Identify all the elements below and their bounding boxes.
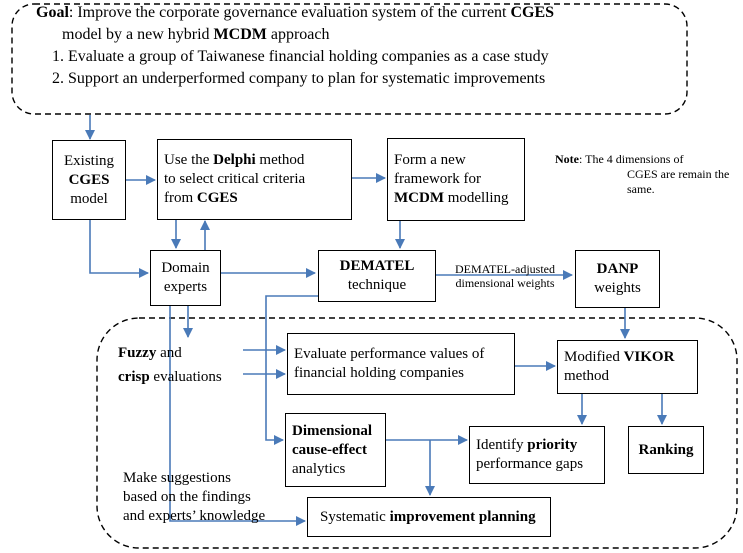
framework-line-2: framework for bbox=[394, 171, 482, 187]
goal-statement: Goal: Improve the corporate governance e… bbox=[18, 2, 708, 90]
fuzzy-bold: Fuzzy bbox=[118, 345, 157, 361]
goal-text-a-bold: CGES bbox=[510, 4, 555, 21]
cause-effect-box: Dimensional cause-effect analytics bbox=[285, 413, 386, 487]
danp-box: DANP weights bbox=[575, 250, 660, 308]
fuzzy-end: and bbox=[156, 345, 182, 361]
framework-line-1: Form a new bbox=[394, 152, 466, 168]
cause-effect-line-1: Dimensional bbox=[292, 422, 373, 439]
vikor-line-2: method bbox=[564, 368, 609, 384]
goal-region bbox=[11, 3, 688, 115]
cause-effect-line-2: cause-effect bbox=[292, 441, 367, 458]
crisp-end: evaluations bbox=[149, 369, 222, 385]
note-label: Note bbox=[555, 152, 579, 166]
note-line-2: CGES are remain the bbox=[627, 167, 730, 181]
framework-box: Form a new framework for MCDM modelling bbox=[387, 138, 525, 221]
domain-experts-box: Domain experts bbox=[150, 250, 221, 306]
evaluate-line-2: financial holding companies bbox=[294, 365, 464, 381]
ranking-label: Ranking bbox=[638, 441, 694, 458]
priority-line-1b: priority bbox=[527, 437, 578, 453]
dematel-adjusted-label: DEMATEL-adjusted dimensional weights bbox=[440, 262, 570, 290]
cause-effect-line-3: analytics bbox=[292, 460, 346, 477]
framework-line-3a: MCDM bbox=[394, 190, 444, 206]
arrow-experts-to-improvement bbox=[169, 306, 306, 526]
crisp-bold: crisp bbox=[118, 369, 150, 385]
dematel-line-1: DEMATEL bbox=[339, 258, 415, 274]
dematel-adjusted-line-1: DEMATEL-adjusted bbox=[455, 262, 555, 276]
goal-item-2: 2. Support an underperformed company to … bbox=[52, 70, 546, 87]
delphi-line-2: to select critical criteria bbox=[164, 171, 306, 187]
goal-text-a: : Improve the corporate governance evalu… bbox=[68, 4, 511, 21]
suggest-line-2: based on the findings bbox=[123, 489, 251, 505]
delphi-line-3a: from bbox=[164, 190, 197, 206]
delphi-line-3b: CGES bbox=[196, 190, 238, 206]
ranking-box: Ranking bbox=[628, 426, 704, 474]
vikor-line-1: Modified bbox=[564, 349, 624, 365]
vikor-box: Modified VIKOR method bbox=[557, 340, 698, 394]
dematel-adjusted-line-2: dimensional weights bbox=[455, 276, 555, 290]
delphi-box: Use the Delphi method to select critical… bbox=[157, 139, 352, 220]
existing-line-2: CGES bbox=[68, 171, 110, 188]
arrow-dematel-to-causeeffect bbox=[265, 295, 318, 445]
suggest-line-3: and experts’ knowledge bbox=[123, 508, 266, 524]
priority-gaps-box: Identify priority performance gaps bbox=[469, 426, 605, 484]
goal-label: Goal bbox=[36, 4, 69, 21]
goal-item-1: 1. Evaluate a group of Taiwanese financi… bbox=[52, 48, 549, 65]
existing-line-3: model bbox=[70, 190, 108, 207]
existing-line-1: Existing bbox=[63, 152, 114, 169]
note-line-3: same. bbox=[627, 182, 655, 196]
goal-text-b-end: approach bbox=[266, 26, 330, 43]
fuzzy-crisp-label: Fuzzy and crisp evaluations bbox=[118, 344, 222, 387]
evaluation-region bbox=[96, 317, 738, 549]
existing-cges-box: Existing CGES model bbox=[52, 140, 126, 220]
danp-line-2: weights bbox=[594, 280, 641, 296]
framework-line-3b: modelling bbox=[443, 190, 509, 206]
delphi-line-1b: Delphi bbox=[213, 152, 256, 168]
improvement-line-1a: Systematic bbox=[320, 508, 390, 525]
suggestions-label: Make suggestions based on the findings a… bbox=[123, 469, 265, 526]
danp-line-1: DANP bbox=[596, 261, 639, 277]
note: Note: The 4 dimensions of CGES are remai… bbox=[555, 152, 740, 197]
note-line-1: : The 4 dimensions of bbox=[579, 152, 684, 166]
goal-text-b-bold: MCDM bbox=[213, 26, 267, 43]
improvement-line-1b: improvement planning bbox=[389, 508, 536, 525]
improvement-planning-box: Systematic improvement planning bbox=[307, 497, 551, 537]
dematel-box: DEMATEL technique bbox=[318, 250, 436, 302]
evaluate-performance-box: Evaluate performance values of financial… bbox=[287, 333, 515, 395]
priority-line-2: performance gaps bbox=[476, 456, 584, 472]
arrow-existing-to-experts bbox=[89, 220, 149, 278]
priority-line-1a: Identify bbox=[476, 437, 528, 453]
evaluate-line-1: Evaluate performance values of bbox=[294, 346, 485, 362]
experts-line-1: Domain bbox=[161, 260, 210, 276]
goal-text-b: model by a new hybrid bbox=[62, 26, 214, 43]
vikor-line-1-bold: VIKOR bbox=[623, 349, 675, 365]
dematel-line-2: technique bbox=[347, 277, 407, 293]
experts-line-2: experts bbox=[163, 279, 208, 295]
delphi-line-1a: Use the bbox=[164, 152, 214, 168]
suggest-line-1: Make suggestions bbox=[123, 470, 231, 486]
delphi-line-1c: method bbox=[255, 152, 305, 168]
